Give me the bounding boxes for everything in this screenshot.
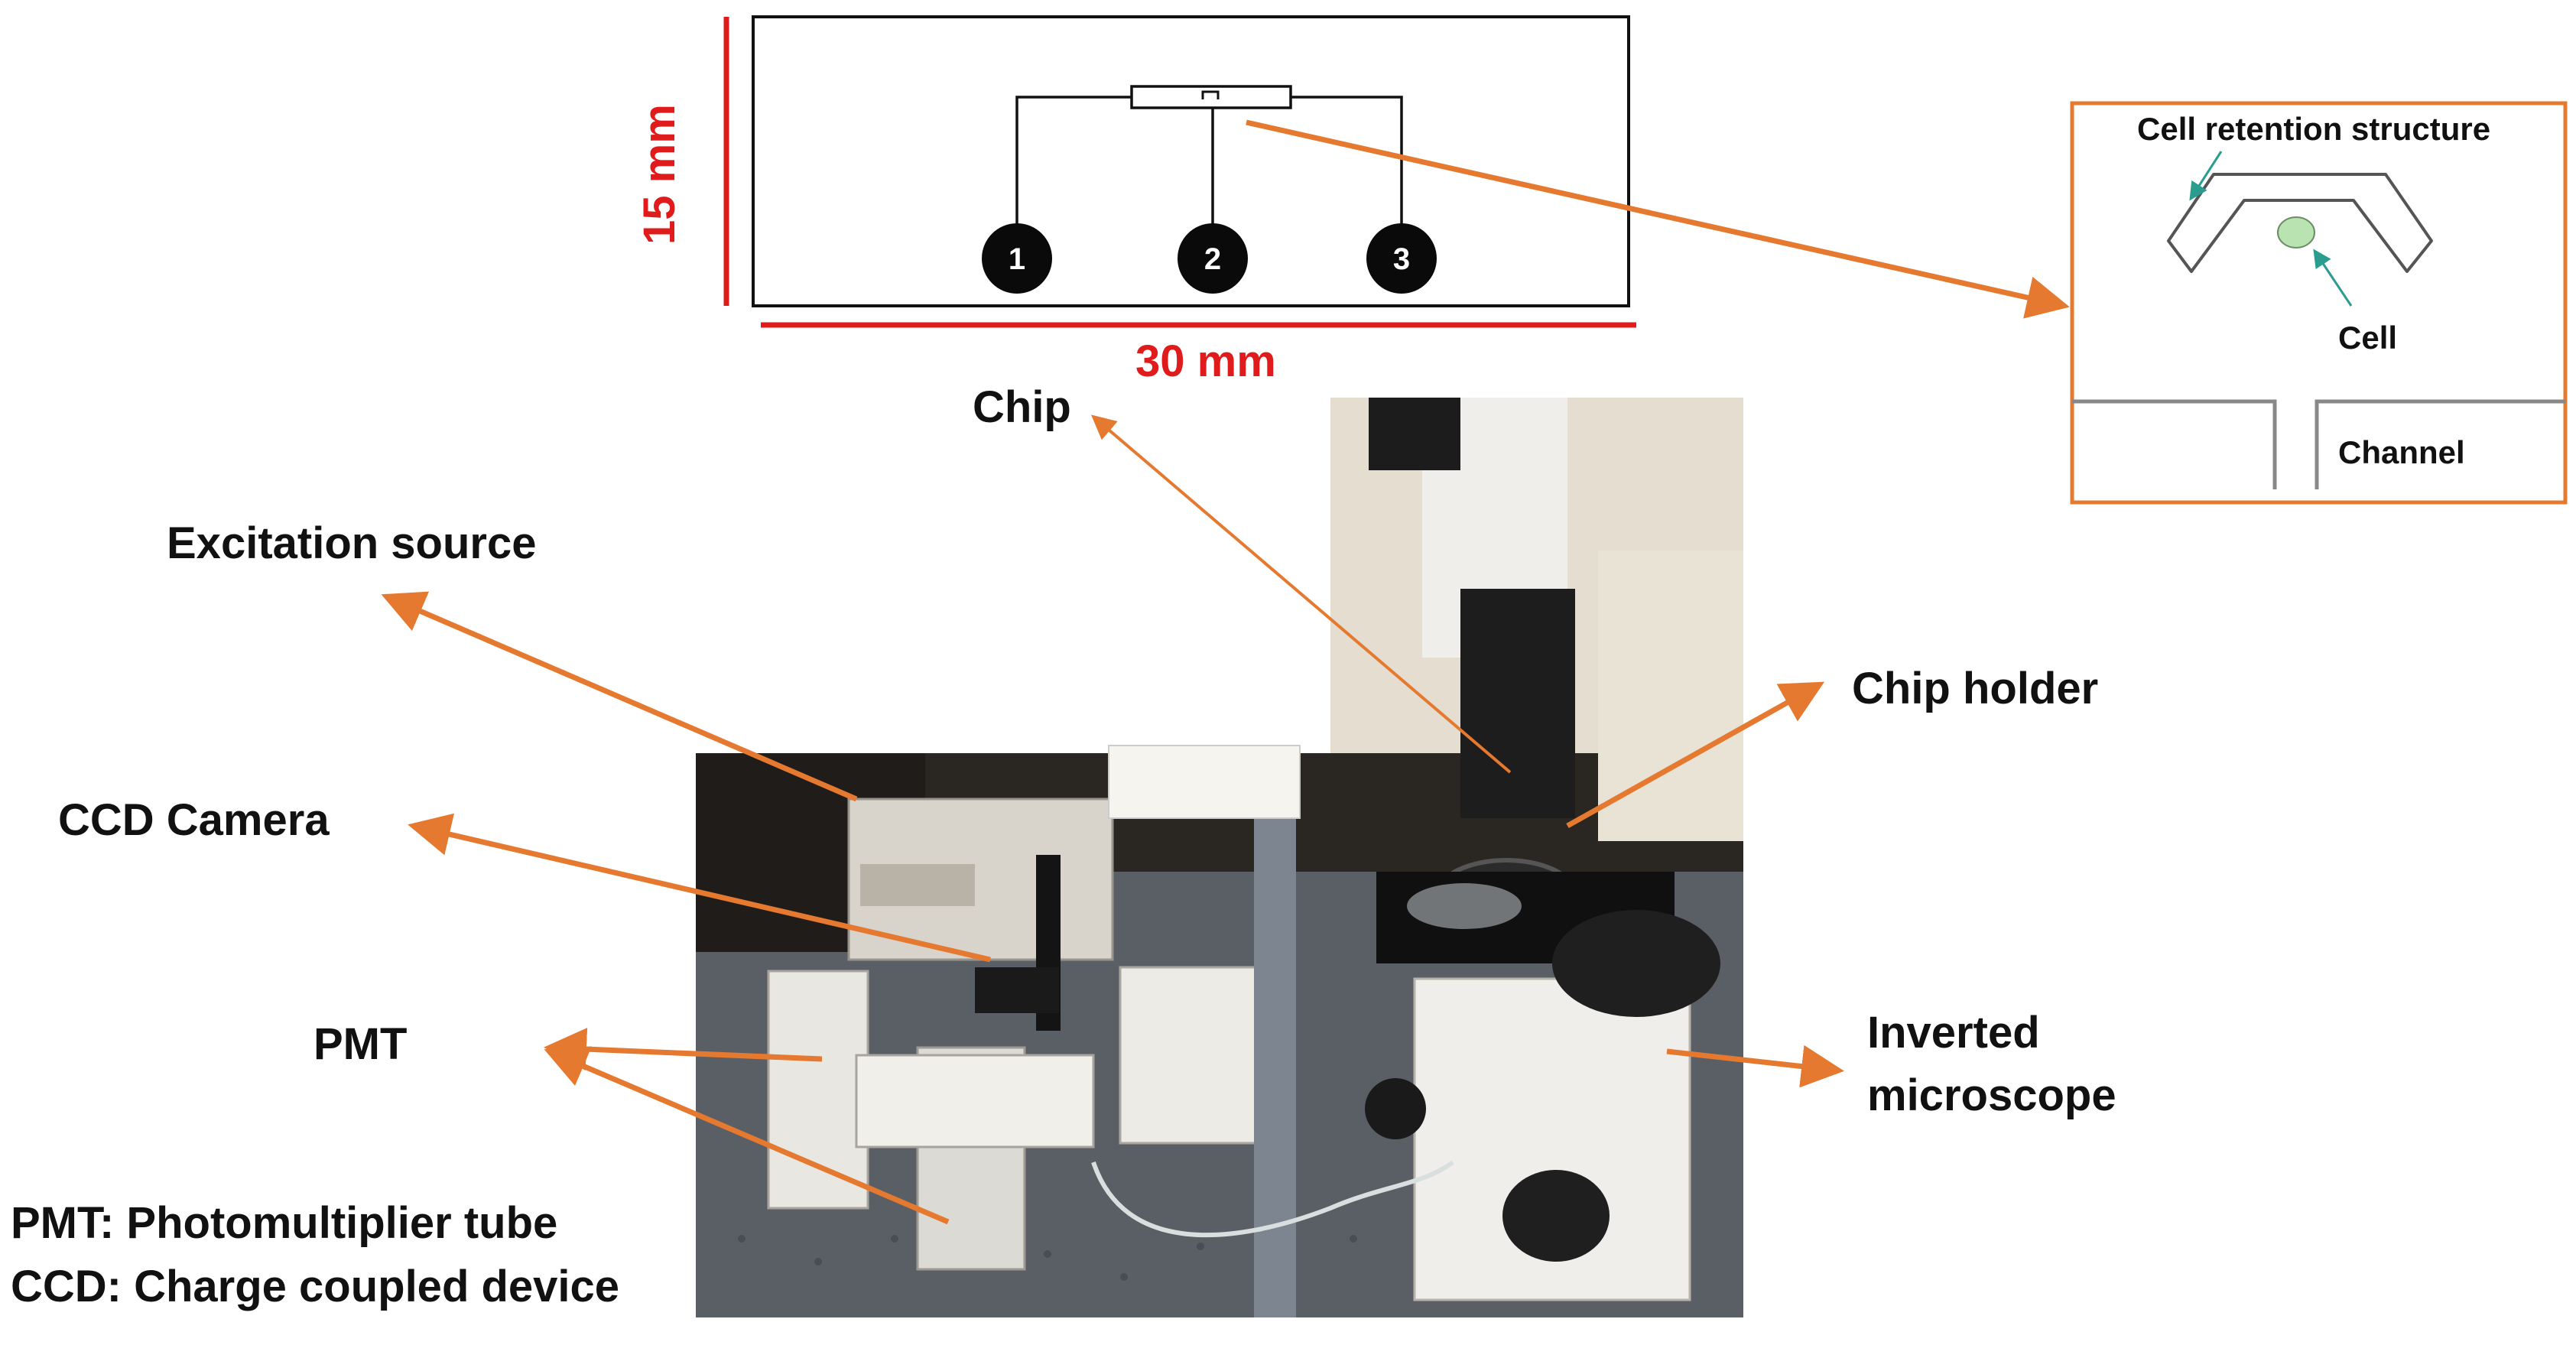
setup-photo-drawing xyxy=(696,398,1743,1317)
excitation-source-panel xyxy=(860,864,975,906)
electrode-2 xyxy=(1178,223,1248,294)
chip-on-stage xyxy=(1407,883,1522,929)
width-label: 30 mm xyxy=(1135,336,1276,386)
chip-schematic: 1 2 3 xyxy=(752,15,1630,307)
wire-1 xyxy=(1015,96,1132,258)
pmt-arrow-lower xyxy=(544,1046,950,1225)
chip-to-inset-arrow xyxy=(1246,119,2070,319)
wire-3 xyxy=(1291,96,1403,258)
microscope-head xyxy=(1369,398,1460,470)
inset-structure-label: Cell retention structure xyxy=(2137,111,2491,147)
channel-wall-left xyxy=(2072,399,2277,489)
excitation-source-arrow xyxy=(381,591,858,802)
setup-photo xyxy=(696,398,1743,1317)
inverted-microscope-label-line1: Inverted xyxy=(1867,1008,2040,1057)
chip-holder-label: Chip holder xyxy=(1852,664,2099,713)
retention-structure-shape xyxy=(2167,173,2433,273)
microscope-port xyxy=(1502,1170,1610,1262)
electrode-2-label: 2 xyxy=(1204,242,1221,276)
legend-pmt: PMT: Photomultiplier tube xyxy=(11,1198,558,1248)
electrode-3 xyxy=(1366,223,1437,294)
excitation-source-label: Excitation source xyxy=(167,518,537,568)
channel-wall-right xyxy=(2315,399,2565,489)
inverted-microscope-label-line2: microscope xyxy=(1867,1070,2116,1120)
structure-pointer-arrow xyxy=(2189,151,2223,201)
chip-channel-bar xyxy=(1130,85,1292,109)
microscope-knob xyxy=(1365,1078,1426,1139)
chip-holder-arrow xyxy=(1566,681,1825,829)
electrode-1-label: 1 xyxy=(1009,242,1025,276)
ccd-camera-arrow xyxy=(408,813,991,963)
pmt-label: PMT xyxy=(313,1019,408,1069)
paper-note xyxy=(1108,745,1301,819)
cell-pointer-arrow xyxy=(2313,249,2353,307)
lamp-housing xyxy=(1119,966,1267,1145)
inset-channel-label: Channel xyxy=(2338,434,2465,470)
microscope-eyepieces xyxy=(1552,910,1720,1017)
cell-shape xyxy=(2277,216,2315,249)
height-label: 15 mm xyxy=(635,104,684,245)
tube-cable xyxy=(1091,1160,1454,1238)
electrode-3-label: 3 xyxy=(1393,242,1410,276)
chip-retention-notch xyxy=(1201,90,1220,99)
ccd-camera-body xyxy=(975,967,1059,1013)
ccd-camera-label: CCD Camera xyxy=(58,795,330,845)
chip-arrow xyxy=(1090,414,1512,774)
pmt-arrow-upper xyxy=(544,1028,823,1071)
legend-ccd: CCD: Charge coupled device xyxy=(11,1262,620,1311)
electrode-1 xyxy=(982,223,1052,294)
inset-panel xyxy=(2070,101,2568,505)
microscope-condenser xyxy=(1460,589,1575,818)
inset-cell-label: Cell xyxy=(2338,320,2398,356)
inverted-microscope-arrow xyxy=(1666,1044,1844,1088)
chip-label: Chip xyxy=(973,382,1071,432)
optics-block xyxy=(855,1054,1095,1148)
